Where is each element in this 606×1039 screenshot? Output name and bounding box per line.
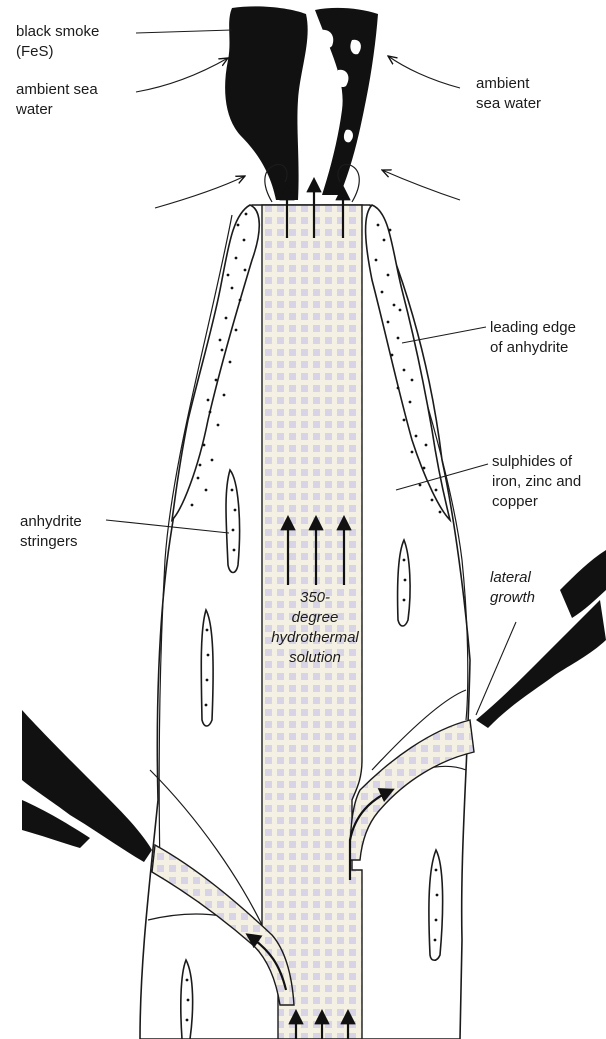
leader-black-smoke bbox=[136, 30, 232, 33]
label-ambient-right: ambient sea water bbox=[476, 74, 541, 114]
label-leading-edge: leading edge of anhydrite bbox=[490, 318, 576, 358]
label-lateral: lateral growth bbox=[490, 568, 535, 608]
lateral-smoke-right bbox=[476, 600, 606, 728]
ambient-arrow-left-high bbox=[136, 58, 228, 92]
label-stringers: anhydrite stringers bbox=[20, 512, 82, 552]
stringer-2 bbox=[201, 610, 213, 726]
ambient-arrow-left-low bbox=[155, 176, 245, 208]
label-sulphides: sulphides of iron, zinc and copper bbox=[492, 452, 581, 512]
ambient-arrow-right-low bbox=[382, 170, 460, 200]
black-smoke-plume bbox=[225, 6, 308, 200]
label-solution: 350- degree hydrothermal solution bbox=[250, 588, 380, 668]
label-black-smoke: black smoke (FeS) bbox=[16, 22, 99, 62]
ambient-arrow-right-high bbox=[388, 56, 460, 88]
label-ambient-left: ambient sea water bbox=[16, 80, 98, 120]
